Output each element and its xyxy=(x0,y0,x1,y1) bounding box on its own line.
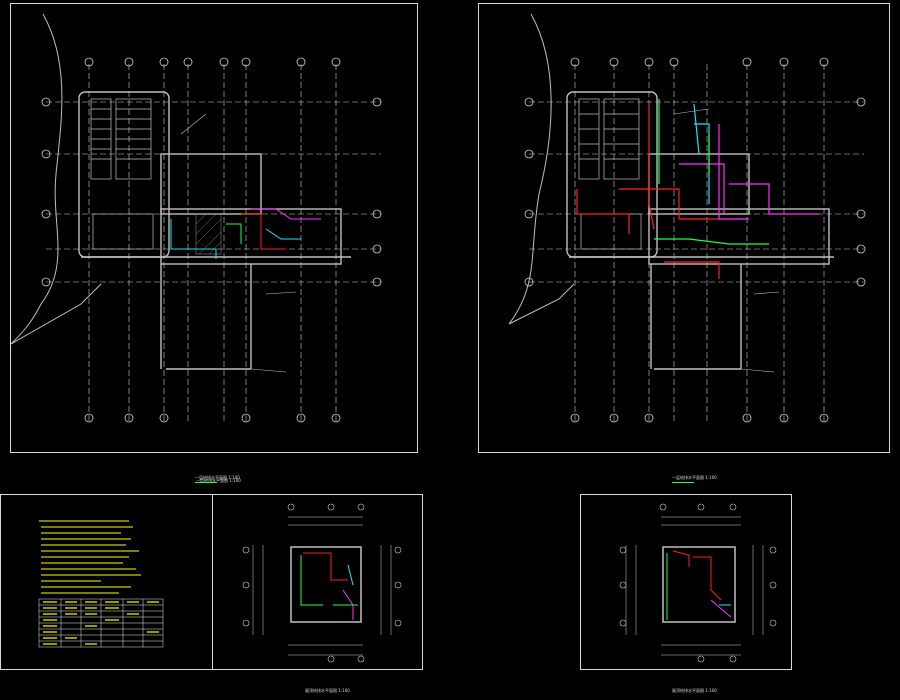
pipe-runs xyxy=(170,208,321,259)
sheet-bottom-right xyxy=(580,494,792,670)
site-boundary-curve xyxy=(11,13,102,345)
caption-underline-right xyxy=(672,482,694,483)
sheet-divider xyxy=(212,495,213,670)
floor-plan-drawing-right xyxy=(508,13,866,424)
sheet-top-left: 一层给排水平面图 1:100 xyxy=(10,3,418,483)
building-walls xyxy=(78,91,351,370)
sheet-top-right xyxy=(478,3,890,453)
table-cell-text xyxy=(43,601,159,645)
axis-bubble-icon xyxy=(524,57,866,423)
pipe-runs xyxy=(666,550,732,620)
leader-lines xyxy=(180,113,297,373)
axis-bubble-icon xyxy=(41,57,382,423)
caption-right: 一层给排水平面图 1:100 xyxy=(672,475,717,480)
dimension-lines xyxy=(625,516,764,656)
pipe-runs xyxy=(300,552,358,620)
toilet-stalls xyxy=(90,98,154,250)
grid-axes-vertical xyxy=(574,64,825,424)
building-walls xyxy=(566,91,834,370)
sheet-caption: 一层给排水平面图 1:100 xyxy=(196,478,241,483)
grid-axes-vertical xyxy=(88,64,337,424)
caption-bottom-mid: 屋顶给排水平面图 1:100 xyxy=(305,688,350,693)
design-notes-block xyxy=(38,520,164,648)
caption-bottom-right: 屋顶给排水平面图 1:100 xyxy=(672,688,717,693)
axis-bubble-icon xyxy=(242,503,402,663)
toilet-stalls xyxy=(578,98,642,250)
floor-plan-drawing-left xyxy=(11,13,382,424)
dimension-lines xyxy=(252,516,392,656)
notes-text-lines xyxy=(39,520,141,594)
roof-walls xyxy=(290,546,362,623)
caption-left: 一层给排水平面图 1:100 xyxy=(195,475,240,480)
pipe-runs xyxy=(576,99,819,279)
hatch-lines xyxy=(195,213,222,255)
axis-bubble-icon xyxy=(619,503,777,663)
roof-plan-drawing-mid xyxy=(242,503,402,663)
roof-walls xyxy=(662,546,736,623)
roof-plan-drawing-right xyxy=(619,503,777,663)
leader-lines xyxy=(673,108,780,373)
equipment-table xyxy=(38,598,164,648)
sheet-bottom-left xyxy=(0,494,423,670)
caption-underline-left xyxy=(195,482,217,483)
site-boundary-curve xyxy=(508,13,575,325)
